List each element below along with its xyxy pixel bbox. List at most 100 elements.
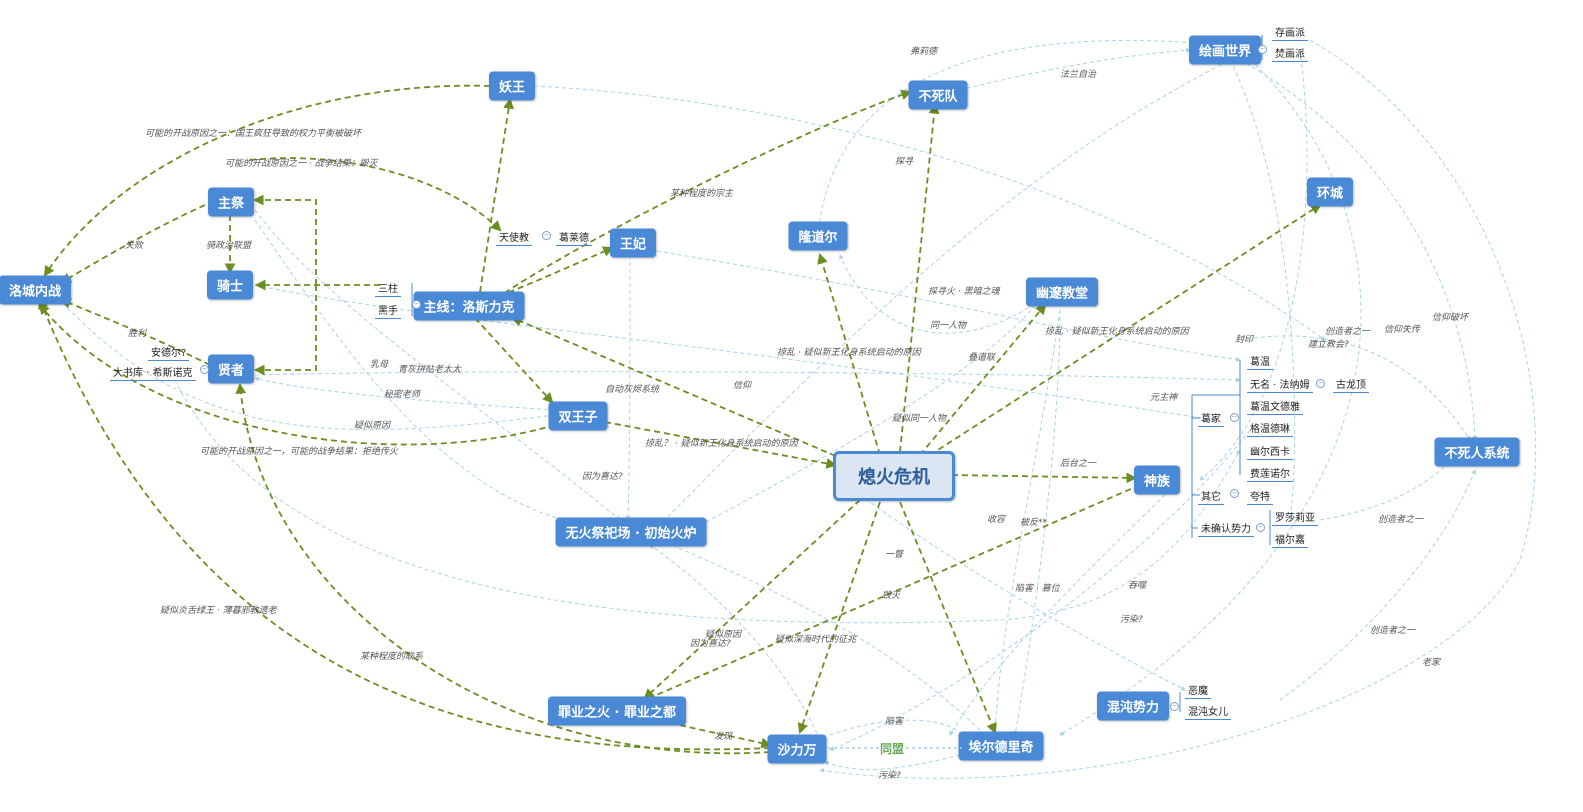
edge-blue [824, 754, 961, 770]
sub-gulongding[interactable]: 古龙顶 [1333, 376, 1369, 393]
sub-feiliannuoer[interactable]: 费莲诺尔 [1247, 465, 1293, 482]
sub-sanzhu[interactable]: 三柱 [375, 280, 401, 297]
sub-shenjia[interactable]: 葛家 [1198, 410, 1224, 427]
edge-green [919, 303, 1047, 456]
edge-label: 发现 [714, 732, 733, 742]
sub-wenduoyani[interactable]: 葛温文德雅 [1247, 398, 1303, 415]
edge-label: 叠道联 [968, 353, 996, 363]
edge-label: 弗莉德 [910, 47, 938, 57]
edge-green [249, 157, 502, 232]
node-luochengneizhan[interactable]: 洛城内战 [0, 275, 72, 305]
node-busirenxitong[interactable]: 不死人系统 [1434, 437, 1520, 467]
node-shuangwangzi[interactable]: 双王子 [548, 401, 608, 431]
node-longdaoer[interactable]: 隆道尔 [788, 221, 848, 251]
sub-anjier[interactable]: 安德尔? [148, 344, 190, 361]
sub-weiqueren[interactable]: 未确认势力 [1198, 520, 1254, 537]
edge-blue [839, 254, 1041, 334]
node-xianzhe[interactable]: 贤者 [207, 354, 255, 384]
sub-geweide[interactable]: 格温德琳 [1247, 420, 1293, 437]
edge-green [899, 501, 997, 734]
collapse-icon[interactable]: − [1316, 379, 1325, 388]
node-zhuxian[interactable]: 主线：洛斯力克 [413, 291, 525, 321]
sub-hundunnver[interactable]: 混沌女儿 [1185, 703, 1231, 720]
node-zhuji[interactable]: 主祭 [207, 187, 255, 217]
sub-anmo[interactable]: 恶魔 [1185, 682, 1211, 699]
edge-label: 疑似同一人物 [892, 414, 947, 424]
central-node[interactable]: 熄火危机 [833, 451, 955, 501]
edge-green [797, 501, 881, 735]
sub-dashuku[interactable]: 大书库 · 希斯诺克 [110, 364, 196, 381]
sub-weiming[interactable]: 葛温 [1247, 353, 1273, 370]
collapse-icon[interactable]: − [542, 231, 551, 240]
sub-fuerjia[interactable]: 福尔嘉 [1272, 531, 1308, 548]
edge-label: 一瞥 [885, 550, 904, 560]
sub-wuming[interactable]: 无名 · 法纳姆 [1247, 376, 1313, 393]
node-shaliwan[interactable]: 沙力万 [767, 734, 827, 764]
edge-label: 毁灭 [882, 591, 901, 601]
collapse-icon[interactable]: − [1230, 489, 1239, 498]
sub-qita[interactable]: 其它 [1198, 488, 1224, 505]
node-wuhuojisi[interactable]: 无火祭祀场 · 初始火炉 [555, 517, 707, 547]
edge-label: 骑政治联盟 [206, 241, 252, 251]
node-zuiye[interactable]: 罪业之火 · 罪业之都 [548, 696, 686, 726]
edge-label: 掠乱？ · 疑似新王化身系统启动的原因 [645, 439, 798, 449]
node-aierdeliqi[interactable]: 埃尔德里奇 [958, 731, 1044, 761]
collapse-icon[interactable]: − [1170, 702, 1179, 711]
sub-gelaide[interactable]: 葛莱德 [556, 229, 592, 246]
edge-green [479, 89, 913, 311]
edge-label: 探寻 [895, 157, 914, 167]
sub-guizhi[interactable]: 夸特 [1247, 488, 1273, 505]
edge-green [679, 724, 773, 749]
sub-heishou[interactable]: 黑手 [375, 302, 401, 319]
edge-label: 信仰 [733, 381, 752, 391]
node-busidui[interactable]: 不死队 [908, 80, 968, 110]
edge-label: 青灰拼贴老太太 [398, 365, 462, 375]
edge-label: 可能的开战原因之一 · 战争结果：毁灭 [225, 159, 378, 169]
edge-bracket [1191, 394, 1240, 538]
node-hundun[interactable]: 混沌势力 [1096, 691, 1170, 721]
edge-label: 可能的开战原因之一：国王疯狂导致的权力平衡被破坏 [145, 129, 362, 139]
edge-label: 失败 [125, 241, 144, 251]
node-wangfei[interactable]: 王妃 [609, 228, 657, 258]
edge-green [474, 317, 554, 404]
node-youjiaotang[interactable]: 幽邃教堂 [1025, 277, 1099, 307]
edge-blue [649, 544, 821, 741]
collapse-icon[interactable]: − [1258, 45, 1267, 54]
edge-green [235, 382, 771, 755]
edge-blue [1229, 59, 1296, 521]
collapse-icon[interactable]: − [1230, 413, 1239, 422]
edge-label: 自动灰烬系统 [605, 385, 660, 395]
edge-label: 同一人物 [930, 321, 967, 331]
node-shenzu[interactable]: 神族 [1133, 465, 1181, 495]
edge-blue [254, 209, 621, 521]
edge-green [604, 421, 838, 469]
edge-label: 元主神 [1150, 393, 1178, 403]
node-yaowang[interactable]: 妖王 [488, 71, 536, 101]
sub-fenhuapai[interactable]: 焚画派 [1272, 45, 1308, 62]
sub-yourexika[interactable]: 幽尔西卡 [1247, 443, 1293, 460]
collapse-icon[interactable]: − [1256, 523, 1265, 532]
sub-luoshaniya[interactable]: 罗莎莉亚 [1272, 509, 1318, 526]
node-qishi[interactable]: 骑士 [206, 270, 254, 300]
edge-label: 可能的开战原因之一，可能的战争结果：拒绝传火 [200, 447, 399, 457]
sub-tianshijiao[interactable]: 天使教 [496, 229, 532, 246]
edge-label: 创造者之一 [1378, 515, 1424, 525]
edge-blue [699, 299, 1041, 526]
node-huihuashijie[interactable]: 绘画世界 [1188, 35, 1262, 65]
edge-label: 某种程度的宗主 [670, 189, 734, 199]
edge-label: 后台之一 [1060, 459, 1097, 469]
node-huancheng[interactable]: 环城 [1306, 177, 1354, 207]
edge-label: 掠乱 · 疑似新王化身系统启动的原因 [1045, 327, 1189, 337]
collapse-icon[interactable]: − [412, 300, 421, 309]
edge-blue [659, 54, 1241, 526]
edge-label: 探寻火 · 黑暗之魂 [928, 287, 1000, 297]
sub-cunhuapai[interactable]: 存画派 [1272, 24, 1308, 41]
edge-label: 乳母 [370, 360, 389, 370]
alliance-label: 同盟 [880, 742, 905, 756]
edge-label: 法兰自治 [1060, 70, 1097, 80]
edge-blue [959, 47, 1191, 91]
edge-blue [992, 309, 1061, 736]
collapse-icon[interactable]: − [200, 365, 209, 374]
edge-label: 被反** [1020, 518, 1048, 528]
